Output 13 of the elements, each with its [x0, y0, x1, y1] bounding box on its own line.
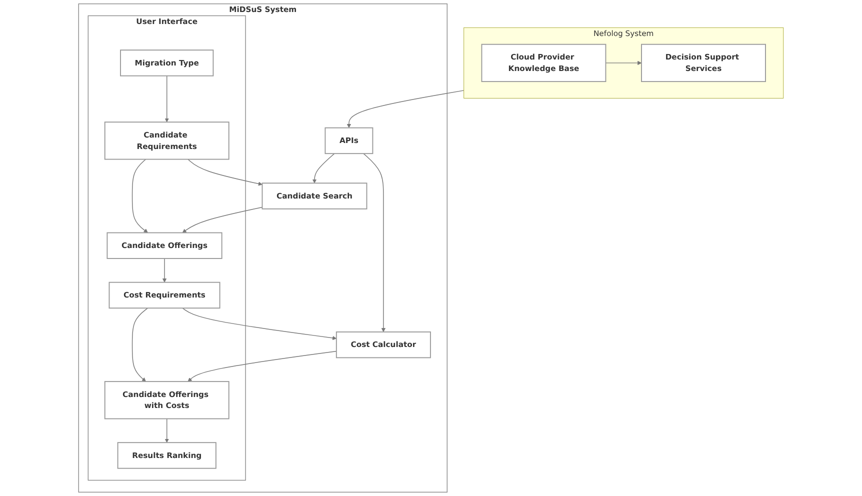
arrow [346, 90, 464, 128]
arrow [182, 308, 337, 340]
arrow [188, 158, 262, 186]
arrow [363, 153, 386, 332]
arrow [132, 308, 148, 382]
arrow [188, 350, 337, 382]
arrow [164, 75, 169, 122]
arrow [605, 60, 642, 66]
arrow [312, 153, 335, 184]
arrow [162, 258, 167, 283]
arrow [132, 158, 148, 233]
arrow [164, 418, 169, 443]
arrow [182, 206, 263, 233]
